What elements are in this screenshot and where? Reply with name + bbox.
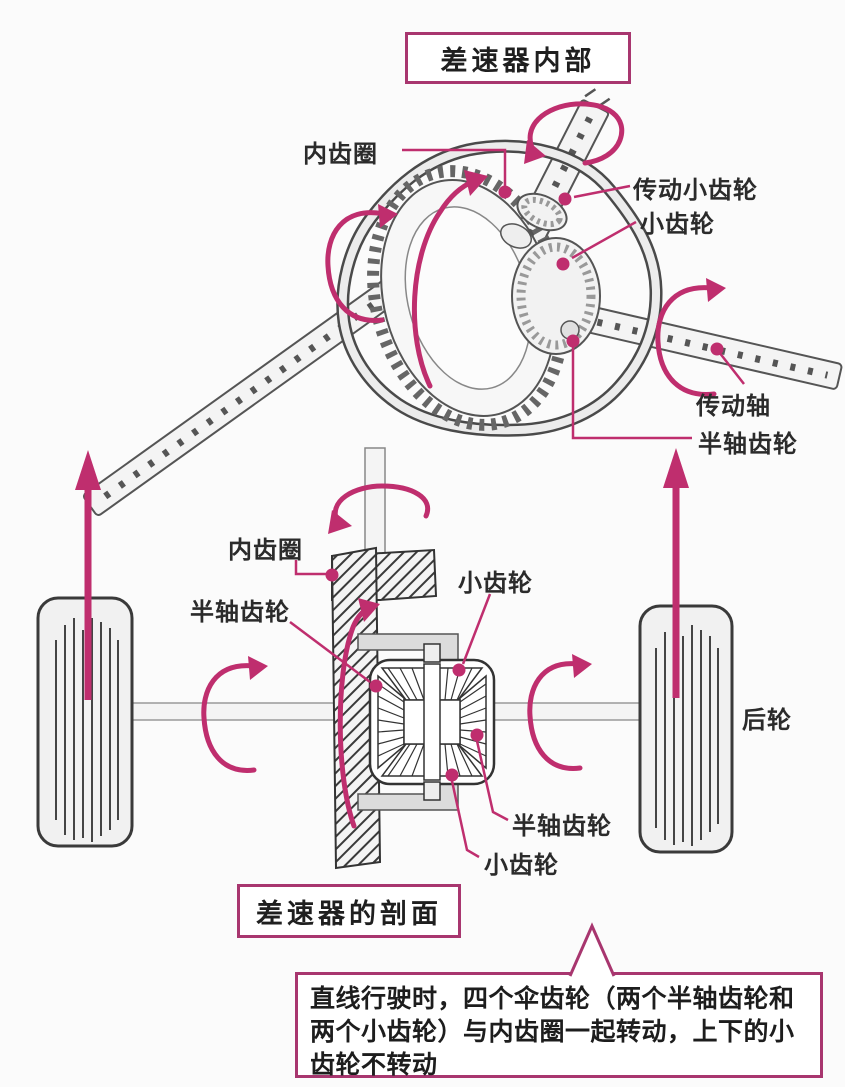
- callout-line-3: 齿轮不转动: [310, 1050, 438, 1079]
- differential-housing: [336, 139, 663, 437]
- case-bracket-bottom: [357, 781, 459, 811]
- rotation-arrow-right-halfshaft-icon: [527, 654, 592, 771]
- label-drive-shaft: 传动轴: [696, 392, 771, 420]
- right-axle-shaft: [580, 305, 843, 390]
- label-ring-gear-top: 内齿圈: [303, 140, 378, 168]
- title-differential-section: 差速器的剖面: [256, 898, 442, 930]
- label-pinion-bottom: 小齿轮: [484, 851, 559, 879]
- drive-shaft: [510, 88, 611, 254]
- rotation-arrow-input-shaft-icon: [328, 483, 431, 534]
- side-gear-assembly: [500, 192, 601, 355]
- right-wheel: [638, 604, 734, 854]
- rotation-arrow-ring-gear-section-icon: [337, 598, 380, 829]
- label-side-gear-top-diagram: 半轴齿轮: [698, 430, 798, 458]
- callout-line-2: 两个小齿轮）与内齿圈一起转动，上下的小: [310, 1017, 795, 1046]
- left-axle-shaft: [83, 271, 411, 516]
- rotation-arrow-ring-gear-icon: [411, 170, 488, 389]
- up-arrow-right-wheel-icon: [663, 448, 689, 698]
- up-arrow-left-wheel-icon: [75, 450, 101, 700]
- rear-axle: [119, 702, 655, 721]
- differential-cross-section: [368, 643, 496, 801]
- label-pinion-top-diagram: 小齿轮: [640, 210, 715, 238]
- leader-lines-bottom: [289, 560, 509, 859]
- label-pinion-top: 小齿轮: [458, 569, 533, 597]
- left-wheel: [36, 596, 134, 848]
- label-side-gear-left: 半轴齿轮: [190, 598, 290, 626]
- rotation-arrow-left-halfshaft-icon: [201, 656, 268, 773]
- rotation-arrow-drive-shaft-icon: [524, 101, 625, 166]
- label-rear-wheel: 后轮: [742, 706, 792, 734]
- ring-gear-section: [330, 546, 438, 870]
- title-box-differential-section: 差速器的剖面: [237, 884, 461, 938]
- label-drive-pinion: 传动小齿轮: [633, 176, 758, 204]
- callout-line-1: 直线行驶时，四个伞齿轮（两个半轴齿轮和: [310, 984, 795, 1013]
- label-side-gear-right: 半轴齿轮: [512, 812, 612, 840]
- input-shaft: [364, 447, 386, 561]
- callout-note: 直线行驶时，四个伞齿轮（两个半轴齿轮和 两个小齿轮）与内齿圈一起转动，上下的小 …: [295, 972, 823, 1079]
- case-bracket-top: [357, 633, 459, 663]
- ring-gear-top-diagram: [367, 165, 569, 431]
- callout-pointer-icon: [568, 922, 616, 977]
- title-box-differential-interior: 差速器内部: [405, 32, 631, 84]
- rotation-arrow-left-axle-icon: [325, 204, 398, 323]
- rotation-arrow-right-axle-icon: [655, 278, 726, 397]
- title-differential-interior: 差速器内部: [440, 45, 596, 77]
- label-ring-gear-bottom: 内齿圈: [228, 536, 303, 564]
